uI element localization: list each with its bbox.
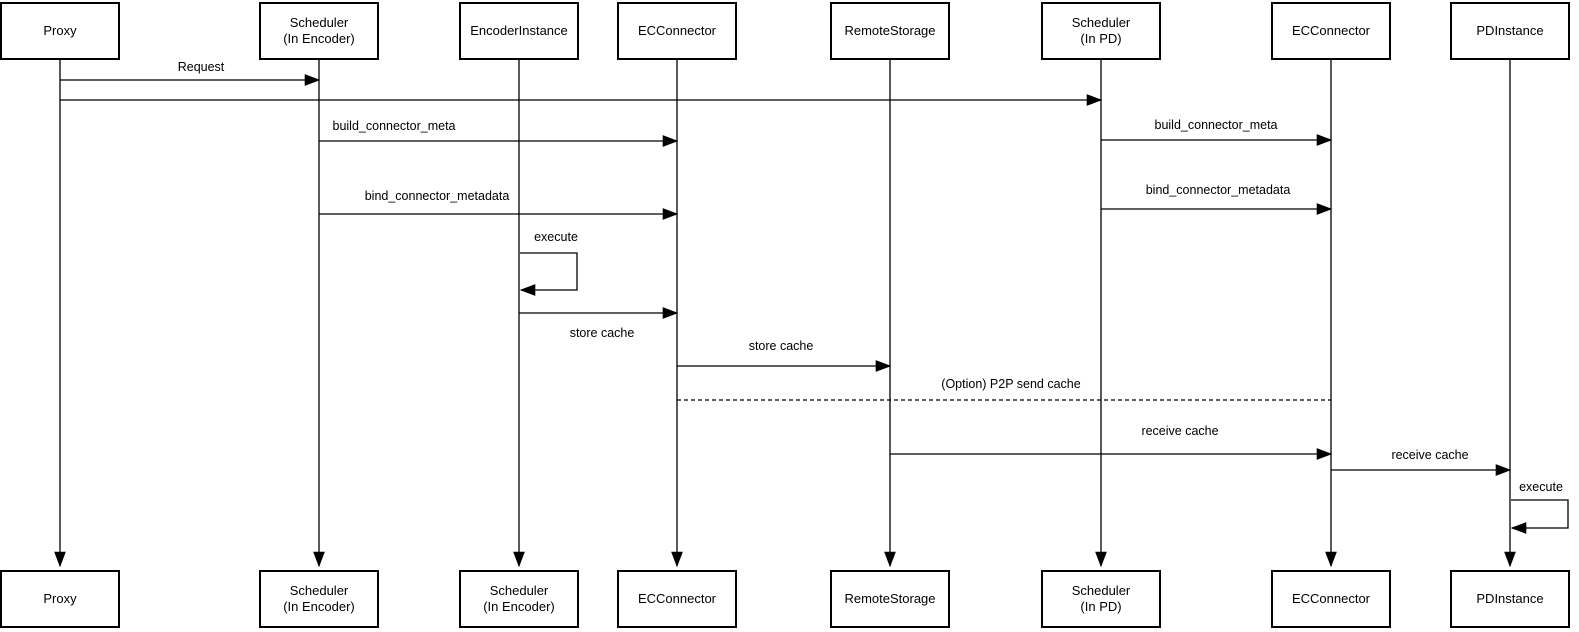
- participant-box-top-7: PDInstance: [1450, 2, 1570, 60]
- participant-box-top-4: RemoteStorage: [830, 2, 950, 60]
- participant-box-top-2: EncoderInstance: [459, 2, 579, 60]
- participant-box-bottom-4: RemoteStorage: [830, 570, 950, 628]
- message-label: build_connector_meta: [332, 119, 456, 133]
- message-label: build_connector_meta: [1154, 118, 1278, 132]
- participant-box-top-0: Proxy: [0, 2, 120, 60]
- participant-label: Scheduler (In PD): [1071, 14, 1131, 46]
- participant-box-bottom-6: ECConnector: [1271, 570, 1391, 628]
- participant-label: ECConnector: [637, 22, 717, 38]
- participant-label: ECConnector: [1291, 590, 1371, 606]
- participant-label: PDInstance: [1476, 590, 1544, 606]
- message-label: (Option) P2P send cache: [941, 377, 1081, 391]
- participant-label: ECConnector: [1291, 22, 1371, 38]
- participant-label: Proxy: [43, 22, 77, 38]
- participant-box-top-1: Scheduler (In Encoder): [259, 2, 379, 60]
- message-label: bind_connector_metadata: [364, 189, 510, 203]
- participant-box-top-5: Scheduler (In PD): [1041, 2, 1161, 60]
- participant-label: Scheduler (In PD): [1071, 582, 1131, 614]
- participant-box-bottom-0: Proxy: [0, 570, 120, 628]
- participant-box-top-6: ECConnector: [1271, 2, 1391, 60]
- participant-label: Scheduler (In Encoder): [283, 14, 355, 46]
- message-label: execute: [1519, 480, 1563, 494]
- participant-box-bottom-3: ECConnector: [617, 570, 737, 628]
- participant-label: RemoteStorage: [844, 590, 936, 606]
- message-label: bind_connector_metadata: [1145, 183, 1291, 197]
- message-label: store cache: [748, 339, 814, 353]
- participant-box-bottom-1: Scheduler (In Encoder): [259, 570, 379, 628]
- message-label: Request: [177, 60, 225, 74]
- message-label: store cache: [569, 326, 635, 340]
- participant-label: ECConnector: [637, 590, 717, 606]
- participant-label: RemoteStorage: [844, 22, 936, 38]
- participant-box-top-3: ECConnector: [617, 2, 737, 60]
- participant-label: Proxy: [43, 590, 77, 606]
- participant-label: EncoderInstance: [470, 22, 568, 38]
- participant-box-bottom-7: PDInstance: [1450, 570, 1570, 628]
- self-message-arrow: [1510, 499, 1569, 534]
- self-message-arrow: [519, 252, 578, 296]
- message-label: receive cache: [1391, 448, 1469, 462]
- participant-box-bottom-5: Scheduler (In PD): [1041, 570, 1161, 628]
- message-label: receive cache: [1141, 424, 1219, 438]
- message-label: execute: [534, 230, 578, 244]
- participant-label: Scheduler (In Encoder): [283, 582, 355, 614]
- participant-box-bottom-2: Scheduler (In Encoder): [459, 570, 579, 628]
- participant-label: PDInstance: [1476, 22, 1544, 38]
- participant-label: Scheduler (In Encoder): [483, 582, 555, 614]
